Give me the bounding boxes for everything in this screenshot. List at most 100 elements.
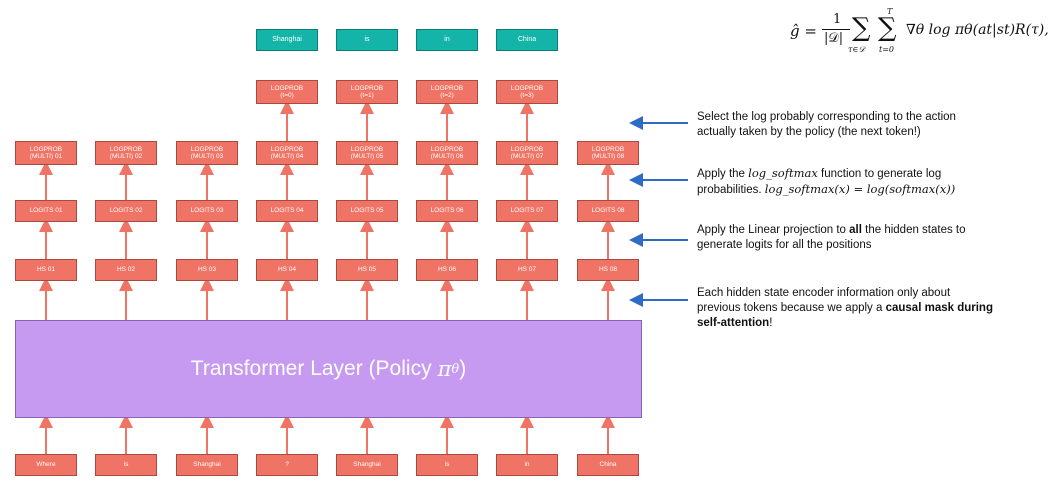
logprob-multi-box-label: LOGPROB(MULTI) 06 [430,145,464,160]
logprob-multi-box: LOGPROB(MULTI) 03 [176,141,238,165]
input-token-box: is [416,454,478,476]
input-token-box-label: China [599,461,617,469]
note-softmax-post: function to generate log [817,168,942,180]
note-linear-post: the hidden states to [861,224,966,236]
formula-sum-t: ∑ [878,13,897,43]
output-token-box: is [336,29,398,51]
selected-logprob-box: LOGPROB(t=1) [336,80,398,104]
hidden-state-box-label: HS 06 [437,266,457,274]
note-select-line-1: Select the log probably corresponding to… [697,111,956,123]
note-hidden-end: ! [769,316,773,329]
hidden-state-box-label: HS 05 [357,266,377,274]
logprob-multi-box: LOGPROB(MULTI) 07 [496,141,558,165]
note-softmax-line-2: probabilities. log_softmax(x) = log(soft… [697,182,1047,198]
hidden-state-box: HS 01 [15,259,77,281]
hidden-state-box: HS 02 [95,259,157,281]
hidden-state-box: HS 04 [256,259,318,281]
logprob-multi-box-label: LOGPROB(MULTI) 04 [270,145,304,160]
logits-box-label: LOGITS 02 [109,207,143,215]
formula-sum-tau: ∑ [852,13,871,43]
logits-box: LOGITS 02 [95,200,157,222]
formula-sum-tau-subscript: τ∈𝒟 [848,45,865,54]
selected-logprob-box-label: LOGPROB(t=2) [430,84,464,99]
logprob-multi-box-label: LOGPROB(MULTI) 08 [591,145,625,160]
note-linear-line-1: Apply the Linear projection to all the h… [697,223,1047,238]
note-linear-pre: Apply the Linear projection to [697,224,850,236]
input-token-box: Where [15,454,77,476]
transformer-label: Transformer Layer (Policy [190,357,432,380]
logits-box-label: LOGITS 04 [270,207,304,215]
hidden-state-box: HS 03 [176,259,238,281]
logprob-multi-box-label: LOGPROB(MULTI) 07 [510,145,544,160]
hidden-state-box-label: HS 08 [598,266,618,274]
input-token-box: in [496,454,558,476]
selected-logprob-box: LOGPROB(t=2) [416,80,478,104]
note-linear-bold: all [849,224,862,236]
note-linear-projection: Apply the Linear projection to all the h… [697,223,1047,253]
note-linear-line-2: generate logits for all the positions [697,238,872,251]
policy-gradient-formula: ĝ = 1 |𝒟| ∑ τ∈𝒟 T ∑ t=0 ∇θ log πθ(at|st)… [790,7,1050,58]
logits-box-label: LOGITS 08 [591,207,625,215]
input-token-box-label: Where [36,461,56,469]
logits-box-label: LOGITS 01 [29,207,63,215]
hidden-state-box-label: HS 04 [277,266,297,274]
formula-fraction-numerator: 1 [833,12,842,27]
hidden-state-box-label: HS 01 [36,266,56,274]
note-hidden-line-2: previous tokens because we apply a causa… [697,301,1047,316]
transformer-label-close: ) [459,357,467,380]
output-token-box-label: Shanghai [272,35,302,43]
transformer-layer: Transformer Layer (Policy π θ ) [15,320,642,418]
logprob-multi-box: LOGPROB(MULTI) 05 [336,141,398,165]
note-hidden-line-1: Each hidden state encoder information on… [697,287,951,299]
input-token-box-label: Shanghai [193,461,221,469]
hidden-state-box-label: HS 03 [197,266,217,274]
input-token-box-label: Shanghai [353,461,381,469]
logprob-multi-box-label: LOGPROB(MULTI) 01 [29,145,63,160]
logits-box-label: LOGITS 06 [430,207,464,215]
logprob-multi-box: LOGPROB(MULTI) 01 [15,141,77,165]
selected-logprob-box-label: LOGPROB(t=1) [350,84,384,99]
note-softmax-pre: Apply the [697,168,749,180]
transformer-policy-symbol: π [437,357,452,381]
note-select-logprob: Select the log probably corresponding to… [697,110,1047,140]
logits-box-label: LOGITS 03 [190,207,224,215]
logits-box: LOGITS 01 [15,200,77,222]
input-token-box: is [95,454,157,476]
logprob-multi-box: LOGPROB(MULTI) 08 [577,141,639,165]
logits-box-label: LOGITS 05 [350,207,384,215]
note-log-softmax: Apply the log_softmax function to genera… [697,166,1047,198]
output-token-box: China [496,29,558,51]
hidden-state-box: HS 06 [416,259,478,281]
hidden-state-box: HS 05 [336,259,398,281]
hidden-state-box: HS 07 [496,259,558,281]
note-hidden-bold-2: self-attention [697,316,770,329]
input-token-box-label: is [444,461,450,469]
logprob-multi-box: LOGPROB(MULTI) 02 [95,141,157,165]
formula-lhs: ĝ = [790,22,817,40]
output-token-box: in [416,29,478,51]
note-hidden-line-2-pre: previous tokens because we apply a [697,301,886,314]
input-token-box: ? [256,454,318,476]
note-select-line-2: actually taken by the policy (the next t… [697,125,921,138]
input-token-box-label: ? [285,461,289,469]
transformer-policy-subscript: θ [451,361,460,377]
formula-fraction-bar [822,29,850,30]
selected-logprob-box-label: LOGPROB(t=0) [270,84,304,99]
note-softmax-equation: log_softmax(x) = log(softmax(x)) [764,181,956,196]
output-token-box-label: China [517,35,537,43]
output-token-box-label: in [444,35,450,43]
input-token-box: Shanghai [176,454,238,476]
hidden-state-box: HS 08 [577,259,639,281]
logits-box: LOGITS 04 [256,200,318,222]
note-hidden-line-3: self-attention! [697,316,1047,331]
note-softmax-line-2-pre: probabilities. [697,183,765,196]
logits-box: LOGITS 06 [416,200,478,222]
logits-box: LOGITS 08 [577,200,639,222]
note-softmax-function-name: log_softmax [748,166,818,180]
logits-box: LOGITS 05 [336,200,398,222]
selected-logprob-box: LOGPROB(t=0) [256,80,318,104]
note-hidden-bold-1: causal mask during [885,301,993,314]
selected-logprob-box: LOGPROB(t=3) [496,80,558,104]
input-token-box: Shanghai [336,454,398,476]
